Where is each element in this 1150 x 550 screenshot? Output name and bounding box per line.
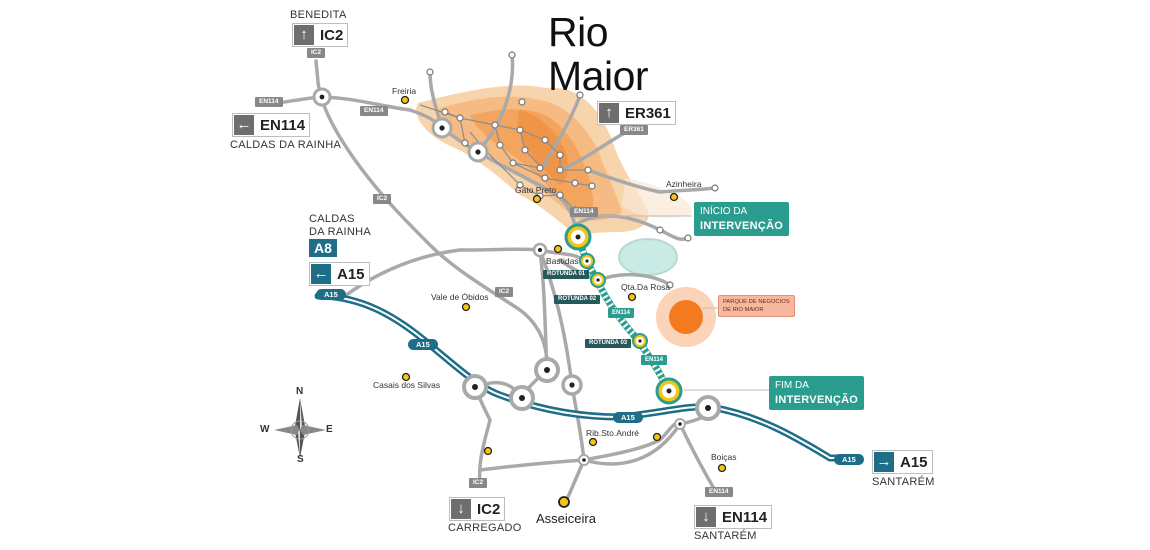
caldas-rainha-caption: CALDAS DA RAINHA <box>230 139 342 151</box>
ic2-north-code: IC2 <box>320 26 344 44</box>
en114-west-sign: ← EN114 <box>232 113 311 137</box>
compass-s: S <box>297 454 304 465</box>
arrow-right-icon: → <box>874 452 894 472</box>
a8-caption-line2: DA RAINHA <box>309 226 371 238</box>
place-boicas: Boiças <box>711 452 737 462</box>
arrow-left-icon: ← <box>234 115 254 135</box>
tag-ic2-lower: IC2 <box>495 287 514 297</box>
tag-en114-urban: EN114 <box>570 207 598 217</box>
tag-en114-bottom: EN114 <box>705 487 733 497</box>
compass-icon <box>274 398 326 458</box>
place-freiria: Freiria <box>392 86 417 96</box>
ic2-north-sign: ↑ IC2 <box>292 23 349 47</box>
place-asseiceira: Asseiceira <box>536 511 596 526</box>
tag-ic2-bottom: IC2 <box>469 478 488 488</box>
arrow-down-icon: ↓ <box>696 507 716 527</box>
place-bastidas: Bastidas <box>546 256 579 266</box>
en114-south-code: EN114 <box>722 508 768 526</box>
tag-a15-east: A15 <box>834 454 864 465</box>
street-junctions <box>426 51 719 289</box>
parque-line1: PARQUE DE NEGOCIOS <box>723 299 790 305</box>
tag-en114-west: EN114 <box>255 97 283 107</box>
tag-ic2-mid: IC2 <box>373 194 392 204</box>
place-rib-sto-andre: Rib.Sto.André <box>586 428 639 438</box>
parque-marker <box>669 300 703 334</box>
arrow-up-icon: ↑ <box>294 25 314 45</box>
tag-en114-green-1: EN114 <box>608 308 635 318</box>
benedita-caption: BENEDITA <box>290 9 347 21</box>
compass-rose: N S W E <box>260 386 338 468</box>
a8-code: A8 <box>314 240 332 256</box>
a8-sign: A8 <box>309 239 337 257</box>
ic2-south-code: IC2 <box>477 500 501 518</box>
a15-motorway <box>314 292 864 462</box>
inicio-line1: INÍCIO DA <box>700 206 748 217</box>
tag-a15-center: A15 <box>613 412 643 423</box>
er361-sign: ↑ ER361 <box>597 101 676 125</box>
er361-code: ER361 <box>625 104 671 122</box>
place-markers <box>400 95 727 508</box>
place-gato-preto: Gato Preto <box>515 185 557 195</box>
carregado-caption: CARREGADO <box>448 522 522 534</box>
tag-rotunda-02: ROTUNDA 02 <box>554 295 601 304</box>
en114-west-code: EN114 <box>260 116 306 134</box>
fim-line2: INTERVENÇÃO <box>775 394 859 406</box>
a15-west-code: A15 <box>337 265 365 283</box>
tag-a15-mid: A15 <box>408 339 438 350</box>
fim-intervencao-callout: FIM DA INTERVENÇÃO <box>769 376 865 410</box>
en114-south-sign: ↓ EN114 <box>694 505 773 529</box>
parque-negocios-label: PARQUE DE NEGOCIOS DE RIO MAIOR <box>718 295 795 317</box>
santarem-east-caption: SANTARÉM <box>872 476 935 488</box>
arrow-left-icon: ← <box>311 264 331 284</box>
ic2-south-sign: ↓ IC2 <box>449 497 506 521</box>
place-azinheira: Azinheira <box>666 179 702 189</box>
place-casais-silvas: Casais dos Silvas <box>373 380 441 390</box>
arrow-down-icon: ↓ <box>451 499 471 519</box>
inicio-line2: INTERVENÇÃO <box>700 220 784 232</box>
a8-caption-line1: CALDAS <box>309 213 355 225</box>
a15-east-code: A15 <box>900 453 928 471</box>
lake <box>618 238 678 276</box>
compass-e: E <box>326 424 333 435</box>
a15-east-sign: → A15 <box>872 450 933 474</box>
a15-west-sign: ← A15 <box>309 262 370 286</box>
tag-en114-green-2: EN114 <box>641 355 668 365</box>
tag-ic2-top: IC2 <box>307 48 326 58</box>
gray-roundabouts <box>312 87 721 466</box>
inicio-intervencao-callout: INÍCIO DA INTERVENÇÃO <box>694 202 790 236</box>
compass-w: W <box>260 424 270 435</box>
place-qta-rosa: Qta.Da Rosa <box>621 282 671 292</box>
place-vale-obidos: Vale de Óbidos <box>431 292 489 302</box>
tag-a15-west: A15 <box>316 289 346 300</box>
urban-area <box>416 85 649 234</box>
tag-er361: ER361 <box>620 125 648 135</box>
parque-line2: DE RIO MAIOR <box>723 307 764 313</box>
fim-line1: FIM DA <box>775 380 809 391</box>
compass-n: N <box>296 386 304 397</box>
tag-rotunda-01: ROTUNDA 01 <box>543 270 590 279</box>
intervention-roundabouts <box>564 223 683 405</box>
tag-en114-town: EN114 <box>360 106 388 116</box>
santarem-south-caption: SANTARÉM <box>694 530 757 542</box>
arrow-up-icon: ↑ <box>599 103 619 123</box>
tag-rotunda-03: ROTUNDA 03 <box>585 339 632 348</box>
